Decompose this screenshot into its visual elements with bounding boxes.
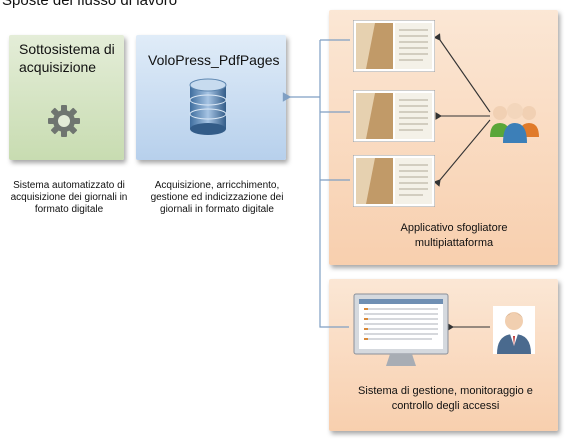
gear-icon [48,105,80,137]
acquisition-title: Sottosistema di acquisizione [19,41,115,75]
acquisition-caption: Sistema automatizzato di acquisizione de… [10,180,128,215]
browser-app-label: Applicativo sfogliatore multipiattaforma [400,222,508,249]
volopress-caption: Acquisizione, arricchimento, gestione ed… [150,180,284,215]
book-icon [353,155,435,207]
users-group-icon [490,103,539,143]
database-icon [189,78,227,135]
book-icon [353,90,435,142]
monitor-icon [353,293,449,366]
admin-user-icon [493,306,535,354]
header-fragment: Sposte del flusso di lavoro [2,0,178,9]
acquisition-panel [9,35,124,160]
user-arrows [433,33,491,331]
volopress-connector [282,39,350,328]
volopress-title: VoloPress_PdfPages [148,52,280,68]
book-icon [353,20,435,72]
management-label: Sistema di gestione, monitoraggio e cont… [358,385,533,412]
